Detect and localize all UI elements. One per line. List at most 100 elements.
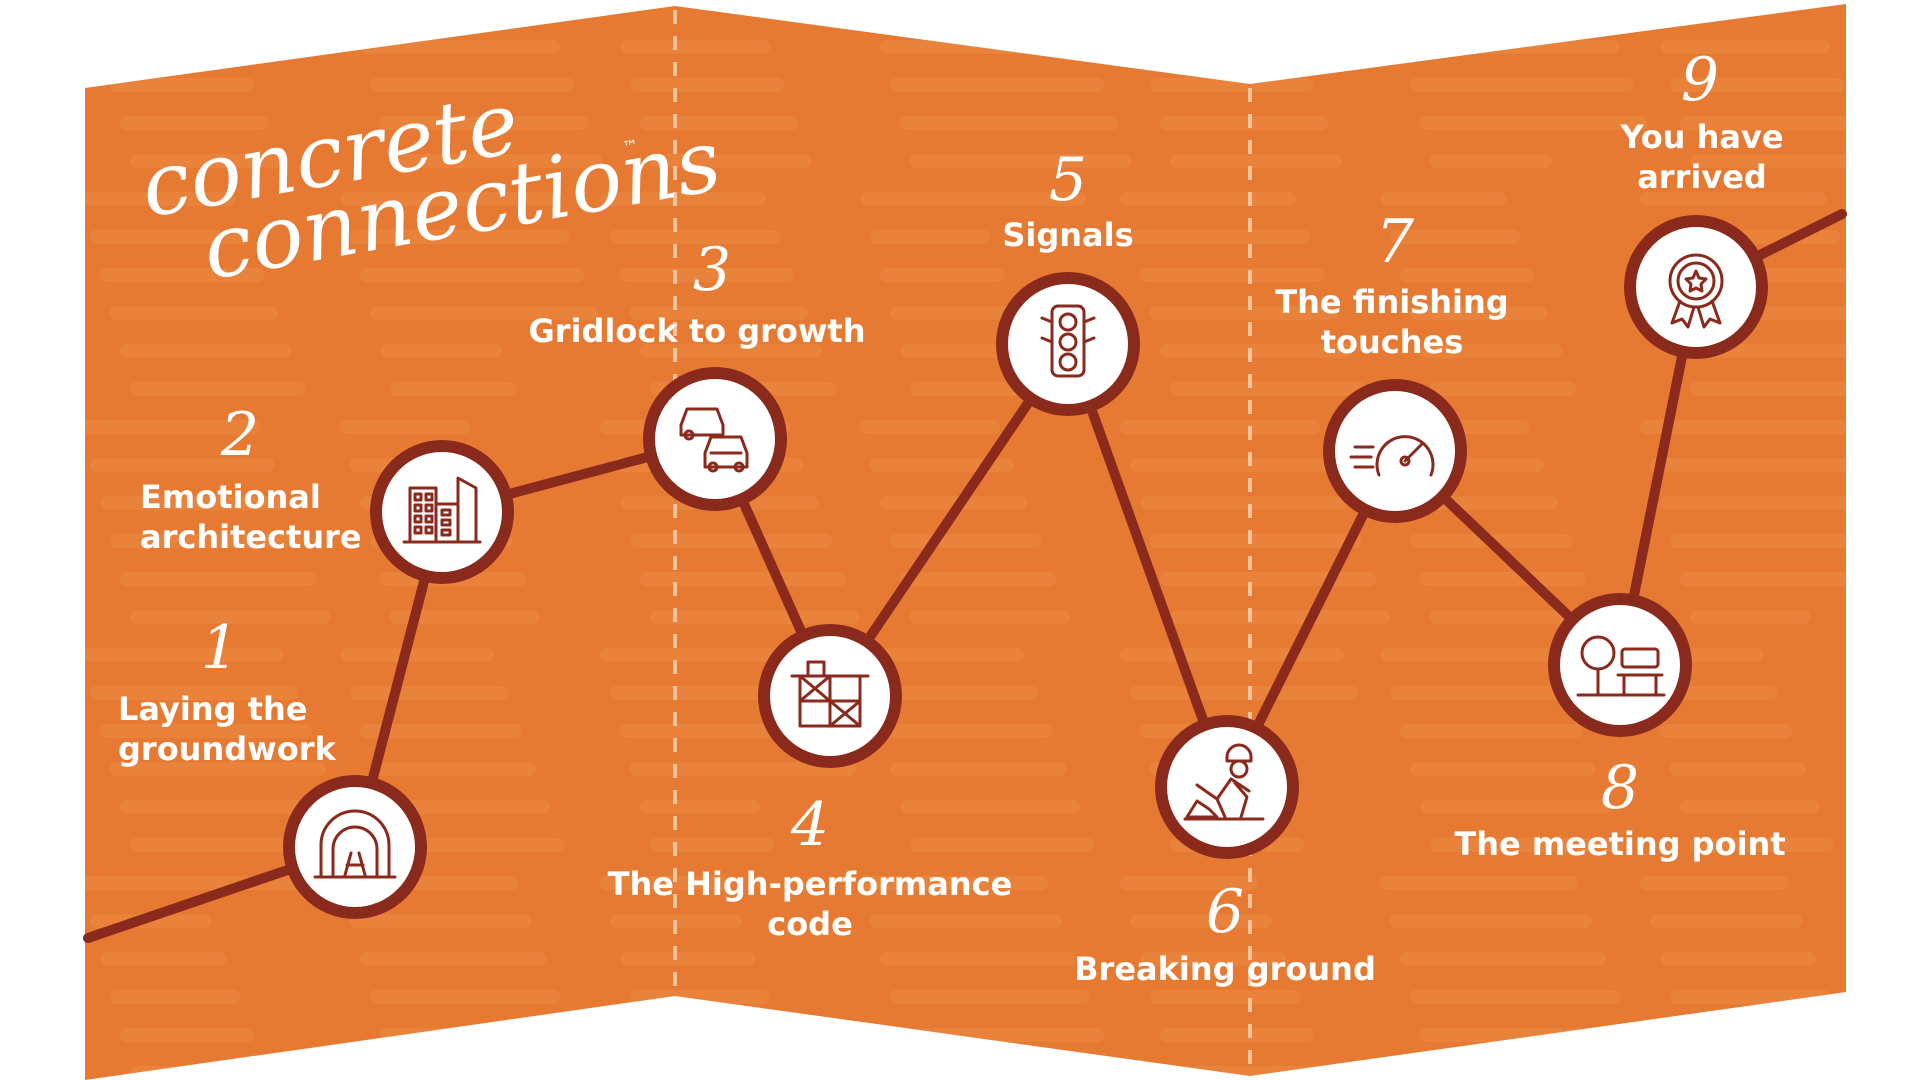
texture-stroke	[890, 306, 1018, 320]
step-title-line: touches	[1321, 323, 1464, 361]
texture-stroke	[860, 648, 1024, 662]
trademark-symbol: ™	[621, 136, 640, 157]
texture-stroke	[1150, 534, 1362, 548]
texture-stroke	[1420, 800, 1610, 814]
texture-stroke	[350, 686, 508, 700]
texture-stroke	[1160, 344, 1352, 358]
texture-stroke	[1690, 154, 1846, 168]
folded-map-background	[85, 4, 1846, 1080]
texture-stroke	[630, 78, 784, 92]
texture-stroke	[1410, 990, 1620, 1004]
step-number: 4	[790, 790, 829, 860]
texture-stroke	[1140, 40, 1300, 54]
step-title-line: The finishing	[1275, 283, 1508, 321]
texture-stroke	[1690, 1066, 1846, 1080]
texture-stroke	[1690, 610, 1810, 624]
step-node-2	[370, 440, 514, 584]
texture-stroke	[1660, 952, 1816, 966]
texture-stroke	[350, 230, 570, 244]
texture-stroke	[110, 990, 240, 1004]
texture-stroke	[350, 914, 532, 928]
step-number: 5	[1049, 145, 1087, 215]
texture-stroke	[130, 610, 330, 624]
texture-stroke	[1650, 458, 1846, 472]
step-number: 8	[1601, 753, 1639, 823]
texture-stroke	[1660, 496, 1846, 510]
construction-worker-icon	[1183, 743, 1265, 821]
texture-stroke	[1140, 496, 1348, 510]
texture-stroke	[390, 382, 516, 396]
texture-stroke	[90, 686, 298, 700]
texture-stroke	[110, 78, 254, 92]
texture-stroke	[610, 230, 780, 244]
texture-stroke	[650, 610, 860, 624]
texture-stroke	[890, 78, 1104, 92]
texture-stroke	[1170, 610, 1390, 624]
node-face	[1560, 605, 1680, 725]
texture-stroke	[390, 154, 602, 168]
texture-stroke	[370, 762, 536, 776]
texture-stroke	[1420, 344, 1562, 358]
texture-stroke	[910, 154, 1132, 168]
texture-stroke	[85, 648, 284, 662]
texture-stroke	[85, 192, 236, 206]
step-node-9	[1624, 215, 1768, 359]
texture-stroke	[1680, 572, 1846, 586]
texture-stroke	[1430, 382, 1576, 396]
texture-stroke	[900, 1028, 1104, 1042]
texture-stroke	[1170, 1066, 1328, 1080]
texture-stroke	[910, 838, 1094, 852]
texture-stroke	[380, 116, 588, 130]
texture-stroke	[860, 192, 1086, 206]
texture-stroke	[1400, 724, 1582, 738]
texture-stroke	[1160, 572, 1376, 586]
texture-stroke	[1170, 382, 1366, 396]
texture-stroke	[390, 1066, 588, 1080]
texture-stroke	[1380, 648, 1554, 662]
texture-stroke	[1160, 116, 1328, 130]
texture-stroke	[620, 268, 794, 282]
texture-stroke	[120, 1028, 254, 1042]
step-number: 1	[201, 613, 239, 683]
texture-stroke	[1120, 648, 1344, 662]
texture-stroke	[1400, 40, 1620, 54]
texture-stroke	[910, 610, 1070, 624]
texture-stroke	[1130, 686, 1358, 700]
texture-stroke	[1670, 762, 1806, 776]
texture-stroke	[1140, 268, 1324, 282]
texture-stroke	[110, 762, 326, 776]
step-number: 2	[220, 400, 259, 470]
texture-stroke	[1680, 116, 1846, 130]
step-title-line: Gridlock to growth	[529, 312, 866, 350]
texture-stroke	[600, 648, 814, 662]
texture-stroke	[1660, 40, 1830, 54]
texture-stroke	[860, 876, 1048, 890]
step-node-7	[1323, 379, 1467, 523]
texture-stroke	[1690, 838, 1834, 852]
texture-stroke	[900, 800, 1080, 814]
texture-stroke	[890, 534, 1042, 548]
traffic-light-icon	[1040, 304, 1096, 378]
texture-stroke	[880, 40, 1090, 54]
texture-stroke	[1640, 876, 1788, 890]
texture-stroke	[360, 724, 522, 738]
cars-icon	[679, 407, 749, 473]
texture-stroke	[390, 610, 540, 624]
texture-stroke	[1430, 1066, 1648, 1080]
texture-stroke	[630, 762, 856, 776]
texture-stroke	[1380, 876, 1578, 890]
step-title-line: Laying the	[118, 690, 307, 728]
step-title-line: Breaking ground	[1074, 950, 1376, 988]
texture-stroke	[650, 154, 812, 168]
texture-stroke	[1640, 420, 1846, 434]
texture-stroke	[1150, 990, 1300, 1004]
step-node-1	[283, 775, 427, 919]
texture-stroke	[880, 724, 1052, 738]
